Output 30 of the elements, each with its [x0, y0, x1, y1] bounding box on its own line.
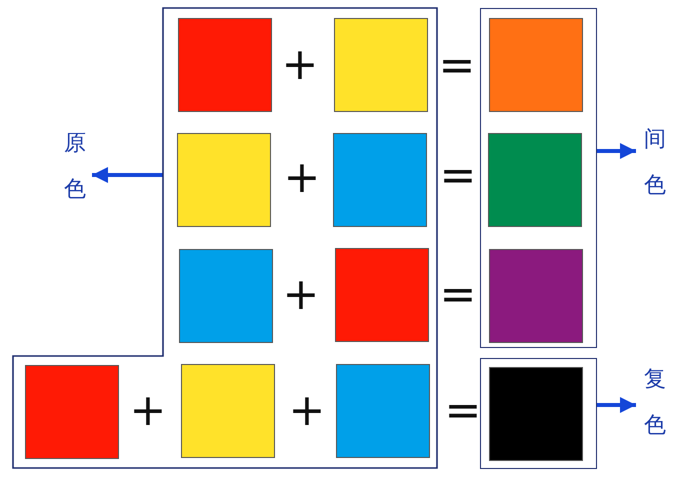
- color-square: [335, 248, 429, 342]
- operator-sign: =: [444, 389, 482, 433]
- color-square: [488, 133, 582, 227]
- operator-sign: +: [288, 389, 326, 433]
- operator-sign: =: [438, 44, 476, 88]
- color-square: [178, 18, 272, 112]
- color-square: [489, 249, 583, 343]
- label-text: 间色: [640, 117, 670, 209]
- arrow: [92, 167, 163, 183]
- label-text: 复色: [640, 357, 670, 449]
- frame: [480, 358, 597, 469]
- color-square: [25, 365, 119, 459]
- operator-sign: +: [284, 156, 320, 200]
- arrow: [597, 143, 636, 159]
- color-square: [181, 364, 275, 458]
- color-square: [489, 367, 583, 461]
- color-square: [179, 249, 273, 343]
- color-square: [334, 18, 428, 112]
- operator-sign: +: [282, 273, 320, 317]
- color-square: [177, 133, 271, 227]
- color-square: [336, 364, 430, 458]
- arrow: [597, 397, 636, 413]
- operator-sign: +: [130, 389, 166, 433]
- label-text: 原色: [60, 121, 90, 213]
- color-square: [333, 133, 427, 227]
- operator-sign: =: [440, 154, 476, 198]
- operator-sign: +: [282, 43, 318, 87]
- frame: [480, 8, 597, 348]
- color-square: [489, 18, 583, 112]
- operator-sign: =: [440, 273, 476, 317]
